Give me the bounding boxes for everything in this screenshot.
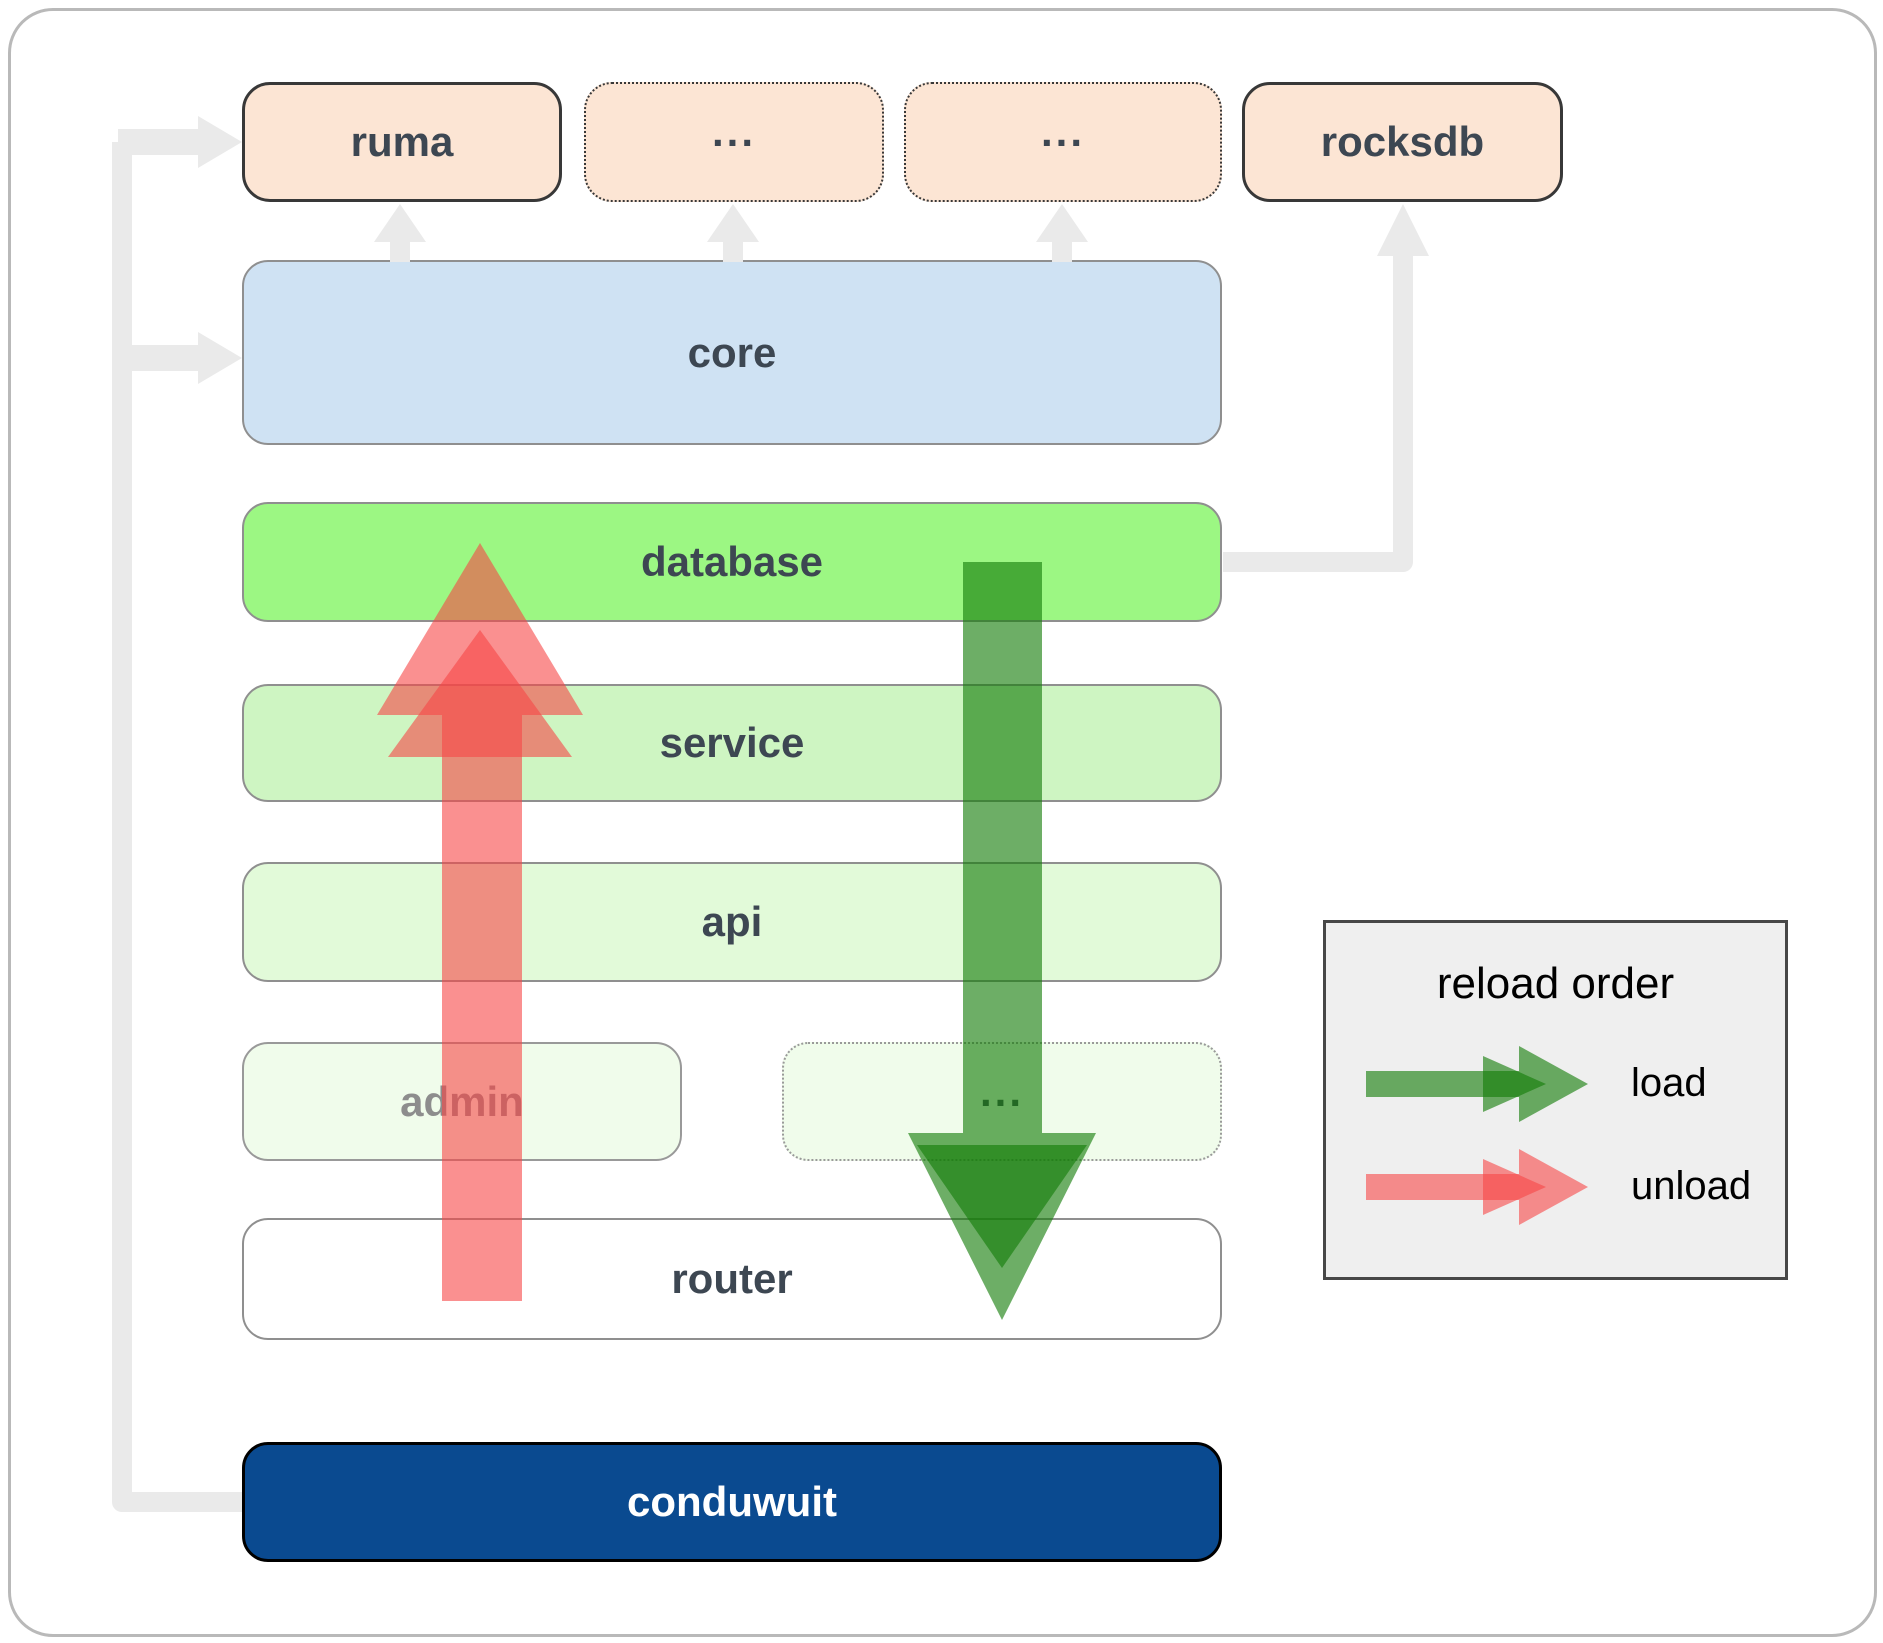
- box-ruma: ruma: [242, 82, 562, 202]
- box-api: api: [242, 862, 1222, 982]
- box-core: core: [242, 260, 1222, 445]
- box-service-label: service: [659, 719, 805, 766]
- legend-item-unload: unload: [1631, 1164, 1752, 1208]
- box-admin: admin: [242, 1042, 682, 1161]
- box-database-label: database: [640, 538, 824, 585]
- box-service: service: [242, 684, 1222, 802]
- box-router: router: [242, 1218, 1222, 1340]
- unload-arrow-icon: [1366, 1149, 1588, 1225]
- box-api-label: api: [701, 898, 763, 945]
- box-ellipsis-2-label: ...: [1040, 108, 1085, 155]
- box-ellipsis-2: ...: [904, 82, 1222, 202]
- box-database: database: [242, 502, 1222, 622]
- box-ellipsis-3-label: ...: [979, 1067, 1024, 1115]
- diagram-frame: [8, 8, 1877, 1637]
- legend-item-load: load: [1631, 1061, 1707, 1105]
- box-core-label: core: [687, 328, 777, 376]
- box-admin-label: admin: [400, 1077, 524, 1125]
- box-router-label: router: [671, 1255, 793, 1302]
- box-rocksdb-label: rocksdb: [1320, 118, 1485, 165]
- load-arrow-icon: [1366, 1046, 1588, 1122]
- box-rocksdb: rocksdb: [1242, 82, 1563, 202]
- legend-title: reload order: [1436, 959, 1675, 1008]
- box-conduwuit: conduwuit: [242, 1442, 1222, 1562]
- box-ellipsis-3: ...: [782, 1042, 1222, 1161]
- legend-reload-order: reload order load unload: [1323, 920, 1788, 1280]
- box-ellipsis-1-label: ...: [711, 108, 756, 155]
- box-conduwuit-label: conduwuit: [627, 1478, 837, 1525]
- legend-arrows: [1366, 1046, 1588, 1225]
- box-ellipsis-1: ...: [584, 82, 884, 202]
- box-ruma-label: ruma: [350, 118, 454, 165]
